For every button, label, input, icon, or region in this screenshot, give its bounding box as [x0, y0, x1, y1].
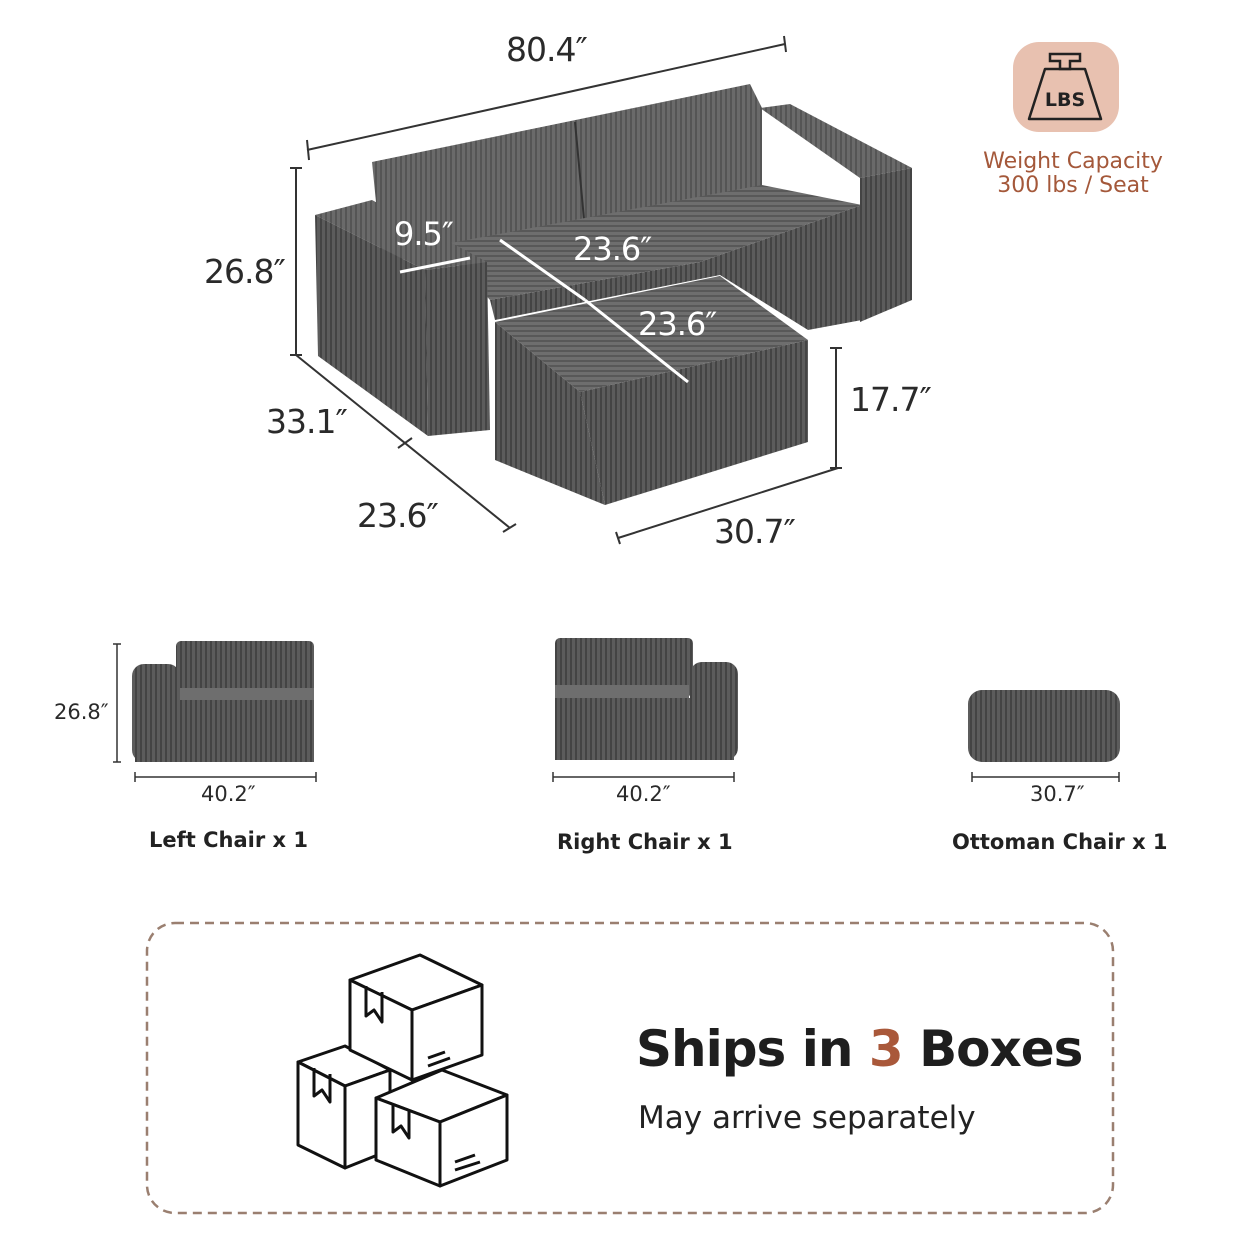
ottoman-width-label: 30.7″	[714, 512, 796, 551]
height-label: 26.8″	[204, 252, 286, 291]
svg-text:LBS: LBS	[1045, 89, 1085, 111]
ottoman-chair-width: 30.7″	[1030, 782, 1085, 806]
ottoman-top-depth-label: 23.6″	[638, 305, 717, 343]
stacked-boxes-icon	[296, 953, 509, 1188]
box-count: 3	[868, 1020, 904, 1078]
weight-lbs-icon: LBS	[1013, 42, 1119, 132]
shipping-title-prefix: Ships in	[636, 1020, 869, 1078]
shipping-info-panel	[145, 921, 1115, 1215]
component-dimension-lines	[113, 643, 1120, 782]
total-width-label: 80.4″	[506, 30, 588, 69]
shipping-title-suffix: Boxes	[902, 1020, 1083, 1078]
white-dimension-lines	[399, 238, 689, 384]
ottoman-height-label: 17.7″	[850, 380, 932, 419]
left-chair-height: 26.8″	[54, 700, 109, 724]
left-chair-illustration	[132, 641, 314, 762]
right-chair-label: Right Chair x 1	[557, 830, 733, 854]
dimension-lines	[290, 35, 842, 545]
shipping-subtitle: May arrive separately	[638, 1100, 976, 1136]
weight-capacity-label: Weight Capacity	[983, 149, 1163, 174]
ottoman-chair-label: Ottoman Chair x 1	[952, 830, 1168, 854]
left-chair-width: 40.2″	[201, 782, 256, 806]
left-chair-label: Left Chair x 1	[149, 828, 308, 852]
ottoman-illustration	[968, 690, 1120, 762]
ottoman-depth-label: 23.6″	[357, 496, 439, 535]
seat-depth-label: 23.6″	[573, 230, 652, 268]
right-chair-width: 40.2″	[616, 782, 671, 806]
weight-capacity-value: 300 lbs / Seat	[997, 173, 1149, 198]
depth-label: 33.1″	[266, 402, 348, 441]
shipping-title: Ships in 3 Boxes	[636, 1020, 1083, 1078]
arm-width-label: 9.5″	[394, 215, 454, 253]
right-chair-illustration	[555, 638, 738, 760]
